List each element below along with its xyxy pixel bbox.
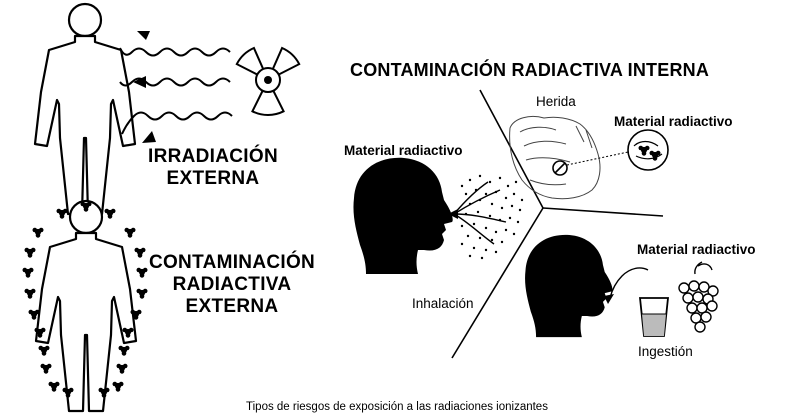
- inhalation-material-label: Material radiactivo: [344, 143, 463, 158]
- arrowhead-icon: [133, 31, 156, 143]
- radiation-trefoil-icon: [235, 46, 301, 116]
- figure-caption: Tipos de riesgos de exposición a las rad…: [246, 401, 548, 413]
- person-contaminated-figure: [34, 199, 138, 413]
- wound-route-label: Herida: [536, 94, 576, 109]
- head-silhouette-icon: [525, 234, 613, 338]
- head-silhouette-icon: [353, 157, 453, 274]
- external-contamination-title: CONTAMINACIÓN RADIACTIVA EXTERNA: [142, 252, 322, 318]
- wound-material-label: Material radiactivo: [614, 114, 733, 129]
- ingestion-material-label: Material radiactivo: [637, 242, 756, 257]
- person-irradiated-figure: [33, 2, 137, 216]
- wound-spot-icon: [552, 160, 568, 176]
- internal-contamination-title: CONTAMINACIÓN RADIACTIVA INTERNA: [350, 60, 710, 80]
- title-line: IRRADIACIÓN: [148, 146, 278, 167]
- inhalation-arrow-icon: [453, 181, 507, 245]
- title-line: CONTAMINACIÓN: [148, 252, 316, 273]
- section-divider: [451, 89, 664, 359]
- inhalation-route-label: Inhalación: [412, 296, 474, 311]
- magnifier-icon: [627, 129, 669, 171]
- external-irradiation-title: IRRADIACIÓN EXTERNA: [148, 146, 278, 190]
- inhaled-particles: [460, 174, 524, 260]
- arrowhead-icon: [604, 294, 614, 304]
- arrowhead-icon: [448, 209, 458, 219]
- grapes-icon: [678, 261, 719, 333]
- ingestion-route-label: Ingestión: [638, 344, 693, 359]
- title-line: RADIACTIVA: [172, 273, 292, 295]
- title-line: EXTERNA: [166, 167, 260, 189]
- open-wound-hand-icon: [509, 115, 601, 200]
- title-line: EXTERNA: [185, 295, 279, 317]
- glass-icon: [639, 297, 669, 337]
- wavy-radiation-arrow-icon: [119, 47, 233, 135]
- ingestion-arrow-icon: [609, 267, 649, 299]
